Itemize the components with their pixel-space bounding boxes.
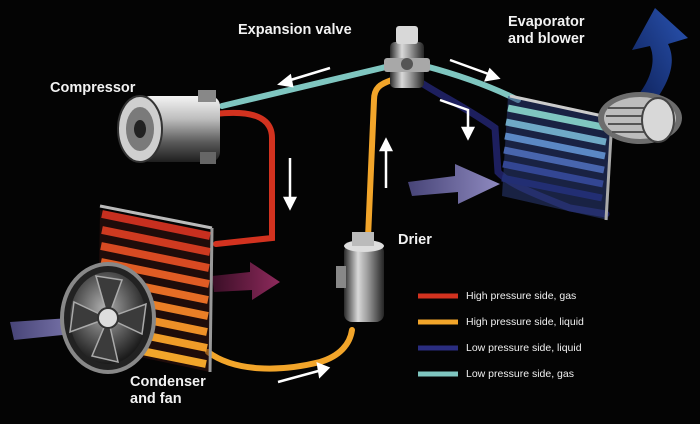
evaporator-coils xyxy=(501,94,614,221)
high-pressure-liquid-line-to-drier xyxy=(205,327,355,372)
label-drier: Drier xyxy=(398,232,432,248)
low-pressure-gas-line xyxy=(219,63,521,109)
label-condenser-and-fan: Condenser and fan xyxy=(130,374,206,408)
legend-text-high-liquid: High pressure side, liquid xyxy=(466,316,584,328)
legend-swatches xyxy=(418,293,458,377)
label-evaporator-and-blower: Evaporator and blower xyxy=(508,14,585,48)
drier xyxy=(336,232,384,322)
legend-text-low-gas: Low pressure side, gas xyxy=(466,368,574,380)
label-expansion-valve: Expansion valve xyxy=(238,22,352,38)
label-condenser-line-2: and fan xyxy=(130,391,182,407)
flow-arrows xyxy=(277,58,501,384)
label-compressor: Compressor xyxy=(50,80,136,96)
evaporator-air-in-arrow xyxy=(408,164,500,204)
high-pressure-liquid-line-to-valve xyxy=(365,77,395,241)
blower-wheel xyxy=(598,92,682,144)
label-condenser-line-1: Condenser xyxy=(130,374,206,390)
legend-text-low-liquid: Low pressure side, liquid xyxy=(466,342,582,354)
label-evaporator-line-1: Evaporator xyxy=(508,14,585,30)
label-evaporator-line-2: and blower xyxy=(508,31,585,47)
expansion-valve xyxy=(384,26,430,88)
compressor xyxy=(117,90,220,164)
legend-text-high-gas: High pressure side, gas xyxy=(466,290,577,302)
high-pressure-gas-line xyxy=(212,109,275,247)
hot-air-out-arrow xyxy=(212,262,280,300)
condenser-fan xyxy=(60,262,156,374)
exhaust-arrow xyxy=(632,8,688,108)
